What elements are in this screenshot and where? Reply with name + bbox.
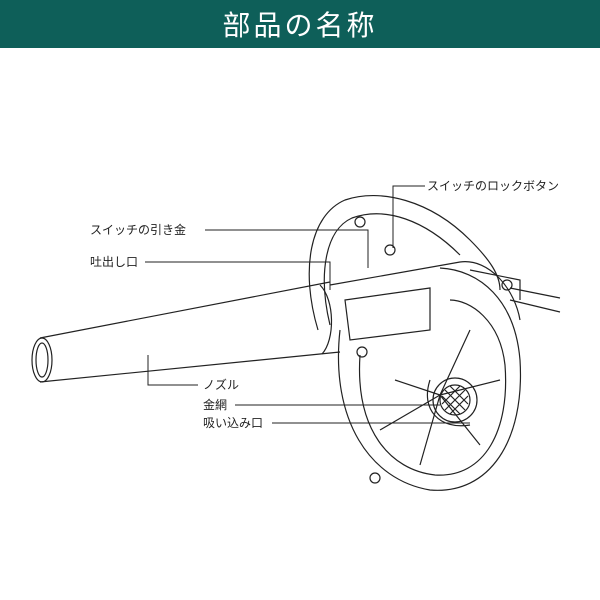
blower-illustration bbox=[31, 194, 561, 491]
leader-trigger bbox=[205, 229, 369, 268]
label-intake: 吸い込み口 bbox=[203, 416, 264, 430]
label-lock-button: スイッチのロックボタン bbox=[427, 179, 560, 193]
leader-lock-button bbox=[392, 185, 425, 248]
leader-lines bbox=[145, 185, 470, 424]
leader-nozzle bbox=[147, 355, 198, 386]
page-title: 部品の名称 bbox=[222, 9, 378, 42]
label-nozzle: ノズル bbox=[203, 378, 240, 392]
leader-outlet bbox=[145, 261, 331, 290]
label-mesh: 金網 bbox=[203, 398, 228, 412]
label-outlet: 吐出し口 bbox=[90, 255, 139, 269]
page-header: 部品の名称 bbox=[0, 0, 600, 48]
label-trigger: スイッチの引き金 bbox=[90, 223, 187, 237]
